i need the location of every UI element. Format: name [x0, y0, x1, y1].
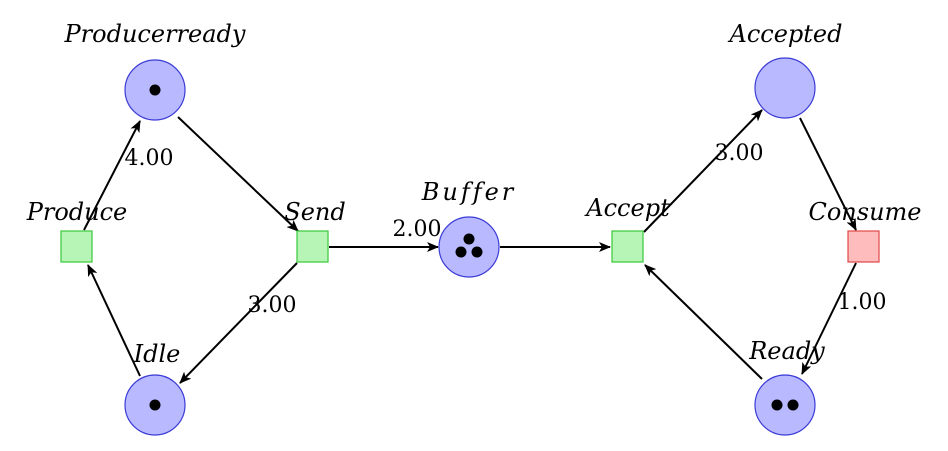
weight-send-idle: 3.00: [248, 293, 297, 318]
arc-consume-to-ready: [801, 262, 857, 375]
place-ready: [754, 374, 816, 436]
label-idle: Idle: [133, 340, 181, 368]
ready-tokens: [771, 399, 799, 411]
place-buffer: [438, 216, 500, 278]
token: [149, 399, 161, 411]
weight-produce-producer-ready: 4.00: [125, 146, 174, 171]
label-producer-ready: Producerready: [64, 20, 246, 48]
token: [149, 84, 161, 96]
weight-consume-ready: 1.00: [838, 290, 887, 315]
weight-send-buffer: 2.00: [393, 217, 442, 242]
label-consume: Consume: [808, 198, 921, 226]
arc-send-to-idle: [179, 262, 298, 384]
token: [471, 246, 483, 258]
label-accepted: Accepted: [728, 20, 843, 48]
label-buffer: Buffer: [421, 178, 517, 206]
label-ready: Ready: [748, 337, 825, 365]
label-accept: Accept: [584, 194, 670, 222]
arc-produce-to-producer-ready: [83, 120, 141, 231]
transition-send: [296, 230, 329, 263]
buffer-tokens: [455, 233, 483, 258]
arc-accept-to-accepted: [643, 109, 763, 233]
arc-ready-to-accept: [644, 264, 763, 380]
transition-consume: [847, 230, 880, 263]
arc-idle-to-produce: [87, 264, 141, 377]
producer-ready-tokens: [149, 84, 161, 96]
token: [463, 233, 475, 245]
token: [771, 399, 783, 411]
arc-accepted-to-consume: [799, 117, 857, 231]
place-accepted: [754, 57, 816, 119]
label-send: Send: [284, 198, 345, 226]
label-produce: Produce: [26, 198, 128, 226]
place-producer-ready: [124, 59, 186, 121]
token: [455, 246, 467, 258]
weight-accept-accepted: 3.00: [715, 141, 764, 166]
transition-accept: [611, 230, 644, 263]
arc-producer-ready-to-send: [177, 116, 299, 232]
idle-tokens: [149, 399, 161, 411]
place-idle: [124, 374, 186, 436]
token: [787, 399, 799, 411]
transition-produce: [60, 230, 93, 263]
